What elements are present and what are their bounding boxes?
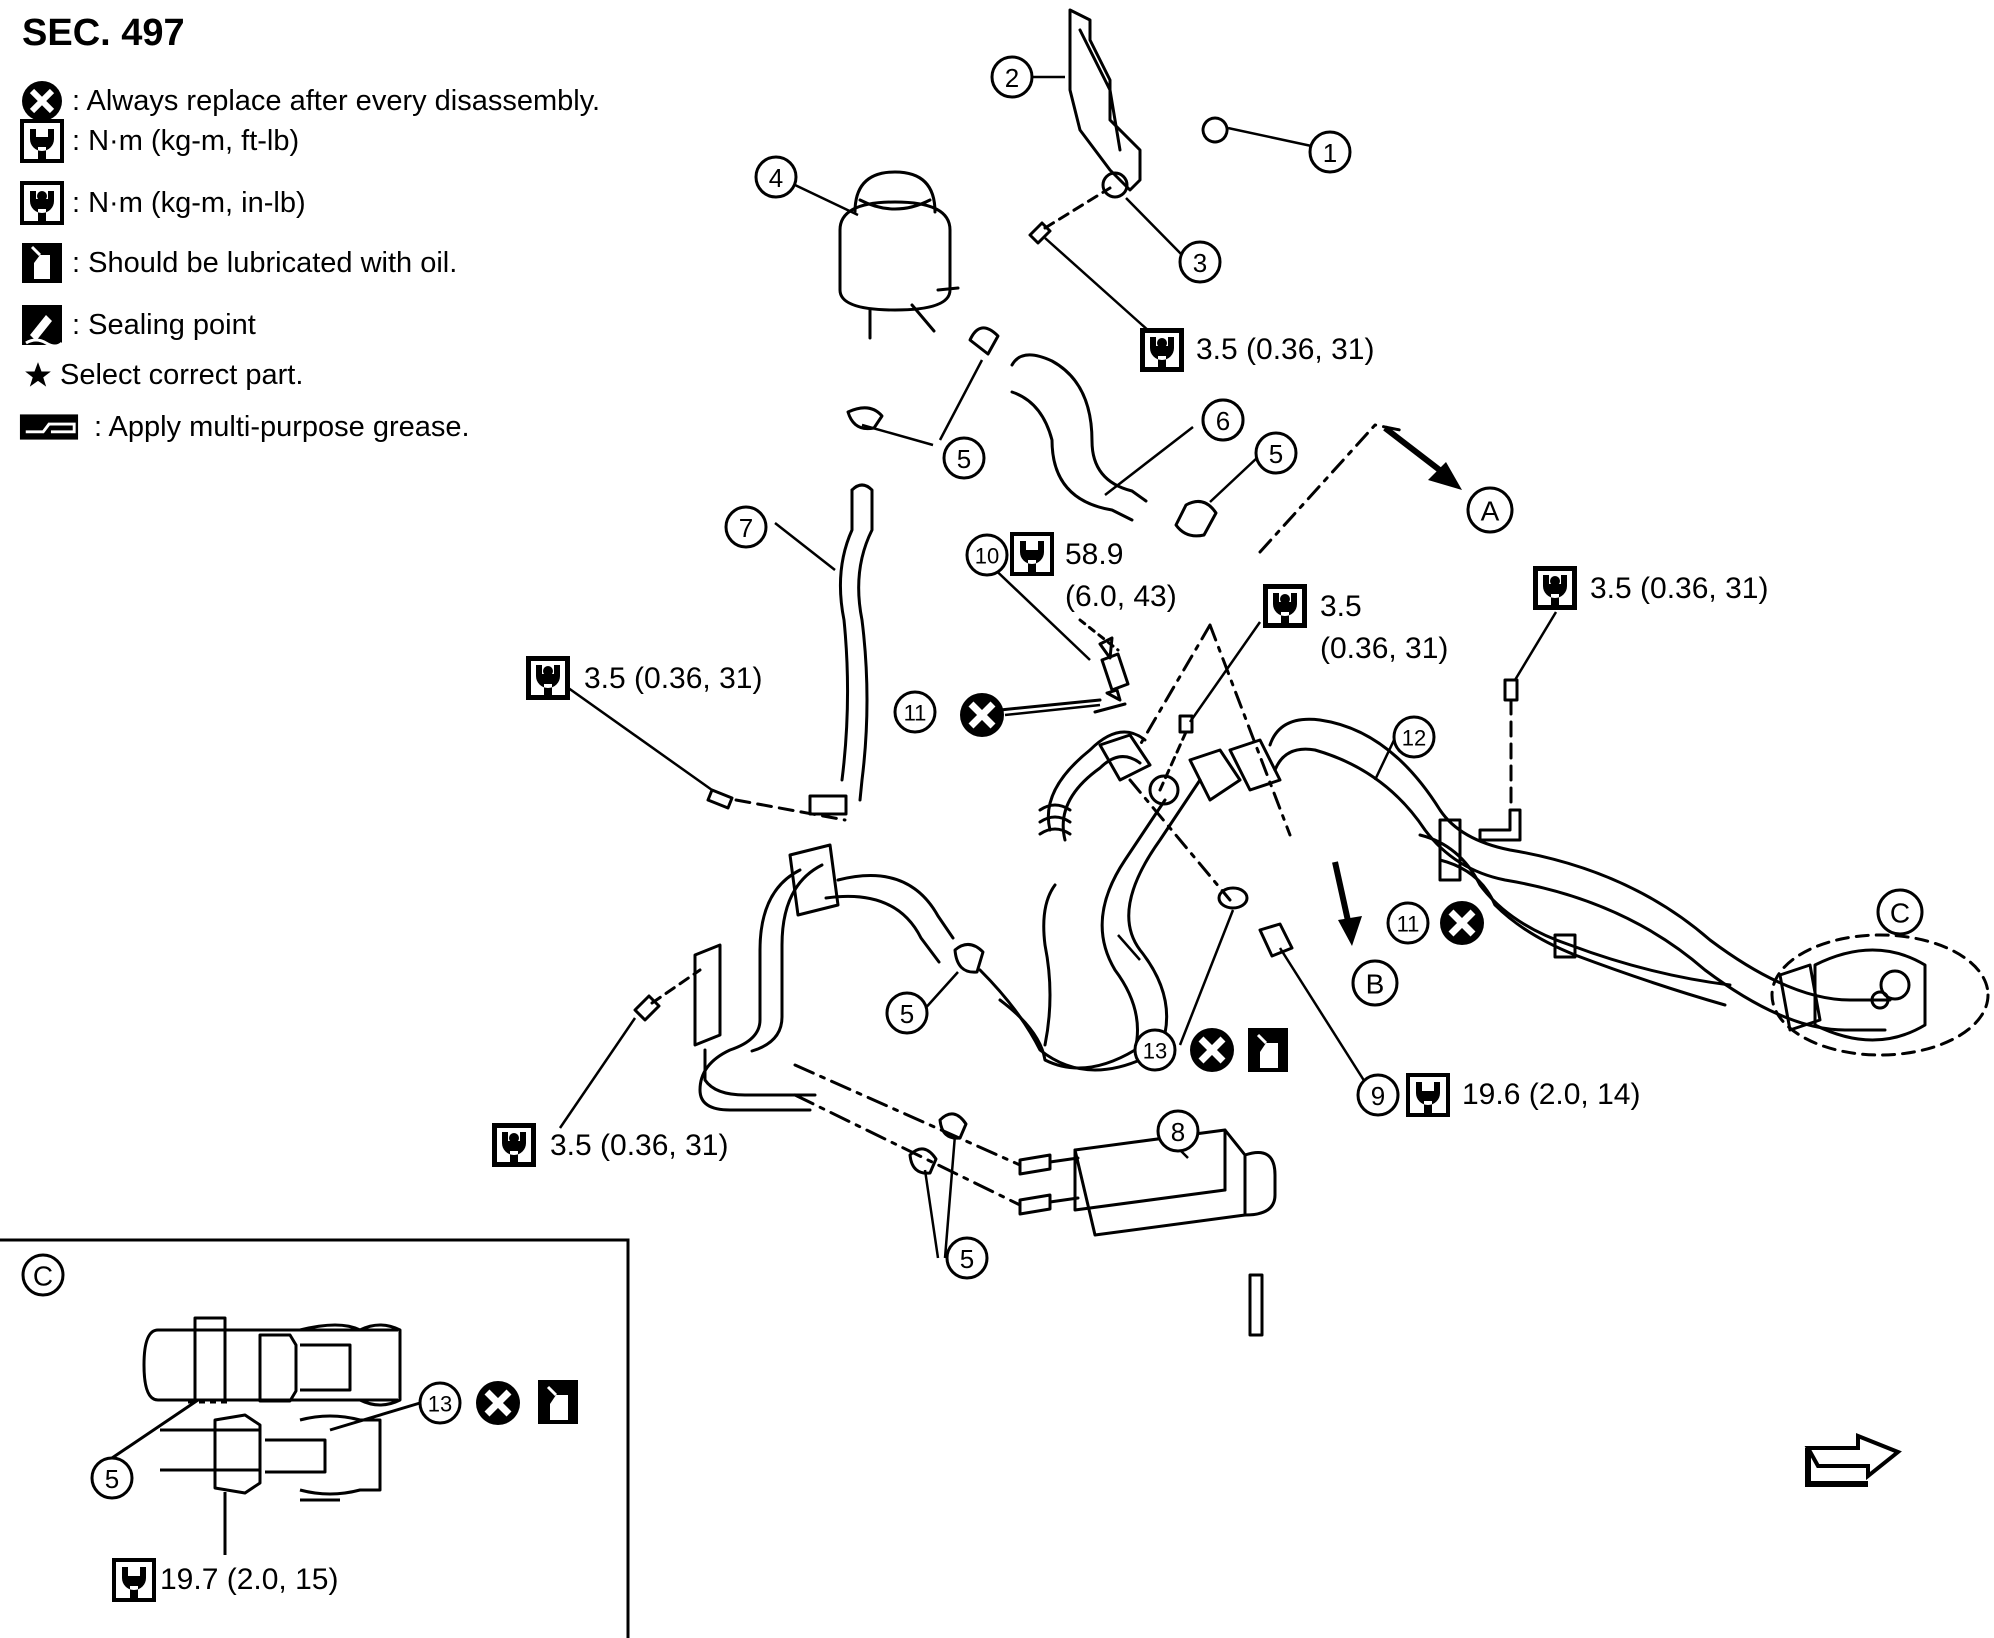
- legend-text: : N·m (kg-m, in-lb): [72, 186, 306, 219]
- callout-6: 6: [1216, 406, 1230, 436]
- oil-can-icon: [536, 1378, 580, 1426]
- callout-13: 13: [1143, 1039, 1167, 1064]
- replace-x-icon: [1190, 1028, 1234, 1072]
- callout-5: 5: [960, 1244, 974, 1274]
- torque-value-mid-line1: 3.5: [1320, 590, 1362, 623]
- section-title: SEC. 497: [22, 12, 185, 54]
- callout-5: 5: [900, 999, 914, 1029]
- torque-value-upper-bolt: 3.5 (0.36, 31): [1196, 333, 1375, 366]
- callout-1: 1: [1323, 138, 1337, 168]
- callout-5: 5: [1269, 439, 1283, 469]
- legend-item-torque-in: : N·m (kg-m, in-lb): [18, 178, 306, 228]
- replace-x-icon: [476, 1381, 520, 1425]
- legend-text: : Always replace after every disassembly…: [72, 84, 601, 117]
- callout-11: 11: [1397, 912, 1420, 937]
- callout-7: 7: [739, 513, 753, 543]
- oil-can-icon: [1246, 1026, 1290, 1074]
- legend-text: : Sealing point: [72, 308, 256, 341]
- front-direction-icon: [1804, 1433, 1902, 1487]
- legend-item-torque-ft: : N·m (kg-m, ft-lb): [18, 116, 299, 166]
- legend-item-replace: : Always replace after every disassembly…: [18, 76, 600, 126]
- torque-wrench-small-icon: [20, 181, 64, 225]
- torque-value-left-lower: 3.5 (0.36, 31): [550, 1129, 729, 1162]
- callout-9: 9: [1371, 1081, 1385, 1111]
- grease-gun-icon: [19, 414, 79, 440]
- legend-item-oil: : Should be lubricated with oil.: [18, 238, 457, 288]
- legend-text: Select correct part.: [60, 358, 304, 391]
- torque-wrench-small-icon: [492, 1123, 536, 1167]
- star-icon: [25, 362, 51, 387]
- torque-value-mid-line2: (0.36, 31): [1320, 632, 1449, 665]
- legend-text: : N·m (kg-m, ft-lb): [72, 124, 300, 157]
- legend-item-grease: : Apply multi-purpose grease.: [18, 402, 470, 452]
- callout-10: 10: [975, 544, 999, 569]
- replace-x-icon: [22, 81, 62, 121]
- torque-value-10-line2: (6.0, 43): [1065, 580, 1177, 613]
- torque-wrench-small-icon: [526, 656, 570, 700]
- legend-item-star: Select correct part.: [18, 350, 303, 400]
- torque-wrench-small-icon: [1263, 584, 1307, 628]
- torque-wrench-small-icon: [1533, 566, 1577, 610]
- detail-view-ref-c: C: [33, 1261, 53, 1292]
- view-ref-b: B: [1366, 969, 1385, 1000]
- replace-x-icon: [960, 693, 1004, 737]
- replace-x-icon: [1440, 901, 1484, 945]
- callout-4: 4: [769, 163, 783, 193]
- torque-value-9: 19.6 (2.0, 14): [1462, 1078, 1641, 1111]
- torque-wrench-icon: [20, 119, 64, 163]
- detail-callout-5: 5: [105, 1464, 119, 1494]
- view-ref-a: A: [1481, 496, 1500, 527]
- legend-text: : Apply multi-purpose grease.: [94, 410, 470, 443]
- callout-8: 8: [1171, 1117, 1185, 1147]
- callout-11: 11: [904, 701, 927, 726]
- torque-wrench-small-icon: [1140, 328, 1184, 372]
- callout-12: 12: [1402, 726, 1426, 751]
- legend-text: : Should be lubricated with oil.: [72, 246, 458, 279]
- torque-value-left-upper: 3.5 (0.36, 31): [584, 662, 763, 695]
- callout-3: 3: [1193, 248, 1207, 278]
- torque-value-detail: 19.7 (2.0, 15): [160, 1563, 339, 1596]
- sealant-icon: [22, 305, 64, 348]
- callout-5: 5: [957, 444, 971, 474]
- legend-item-sealing: : Sealing point: [18, 300, 256, 350]
- detail-callout-13: 13: [428, 1392, 452, 1417]
- torque-value-right: 3.5 (0.36, 31): [1590, 572, 1769, 605]
- view-ref-c: C: [1890, 898, 1910, 929]
- torque-wrench-icon: [1406, 1073, 1450, 1117]
- torque-wrench-icon: [1010, 532, 1054, 576]
- torque-wrench-icon: [112, 1558, 156, 1602]
- torque-value-10-line1: 58.9: [1065, 538, 1124, 571]
- oil-can-icon: [22, 243, 62, 283]
- callout-2: 2: [1005, 63, 1019, 93]
